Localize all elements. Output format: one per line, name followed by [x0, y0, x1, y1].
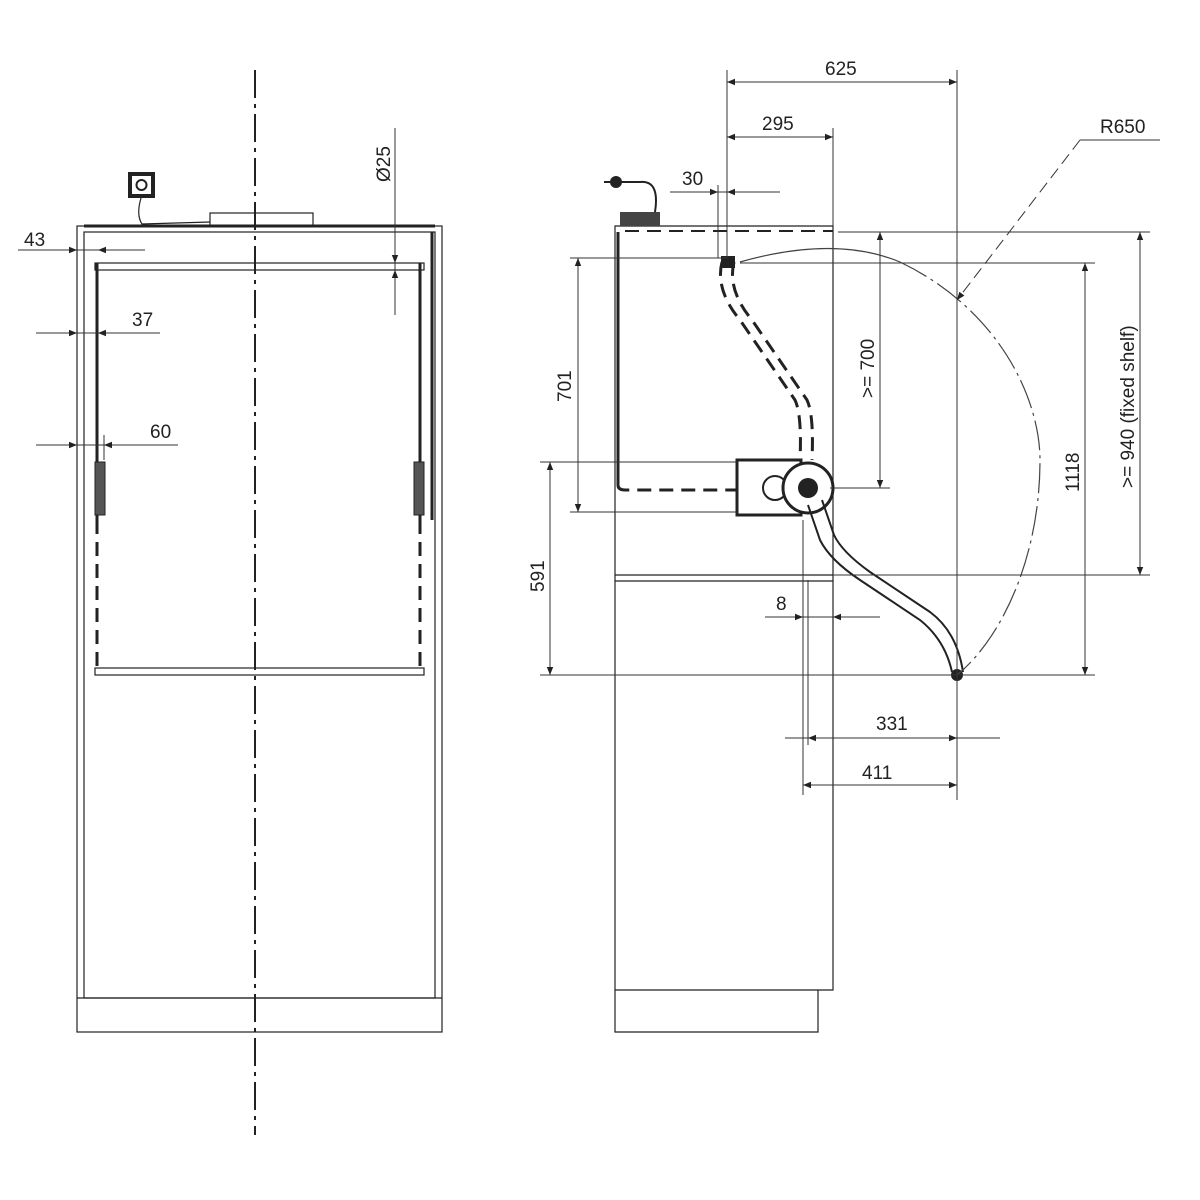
plug-icon: [604, 176, 660, 226]
dim-8: 8: [776, 594, 787, 615]
right-handle: [413, 461, 425, 516]
top-rail: [94, 262, 425, 271]
cabinet-outline: [76, 225, 443, 1033]
side-view: 625 295 30 R650 701 591 >= 700 1118 >= 9…: [528, 59, 1160, 1033]
dim-331: 331: [876, 714, 908, 735]
dim-625: 625: [825, 59, 857, 80]
dim-37: 37: [132, 310, 153, 331]
swing-arc: [739, 247, 901, 263]
dim-r650: R650: [1100, 117, 1145, 138]
dim-min-700: >= 700: [858, 339, 879, 398]
bottom-rail: [94, 667, 425, 676]
dim-43: 43: [24, 230, 45, 251]
cabinet-inner: [83, 231, 436, 999]
cabinet-side-outline: [614, 225, 834, 1033]
dim-295: 295: [762, 114, 794, 135]
dim-diameter-25: Ø25: [374, 146, 395, 182]
left-handle: [94, 461, 106, 516]
power-socket-icon: [128, 172, 211, 225]
dim-411: 411: [862, 763, 892, 784]
motor-housing: [209, 212, 314, 227]
dim-1118: 1118: [1063, 453, 1084, 492]
dim-fixed-shelf: >= 940 (fixed shelf): [1118, 325, 1139, 488]
dim-60: 60: [150, 422, 171, 443]
dim-591: 591: [528, 560, 549, 592]
front-view: 43 37 60 Ø25: [18, 70, 443, 1135]
dim-30: 30: [682, 169, 703, 190]
dim-701: 701: [555, 370, 576, 402]
